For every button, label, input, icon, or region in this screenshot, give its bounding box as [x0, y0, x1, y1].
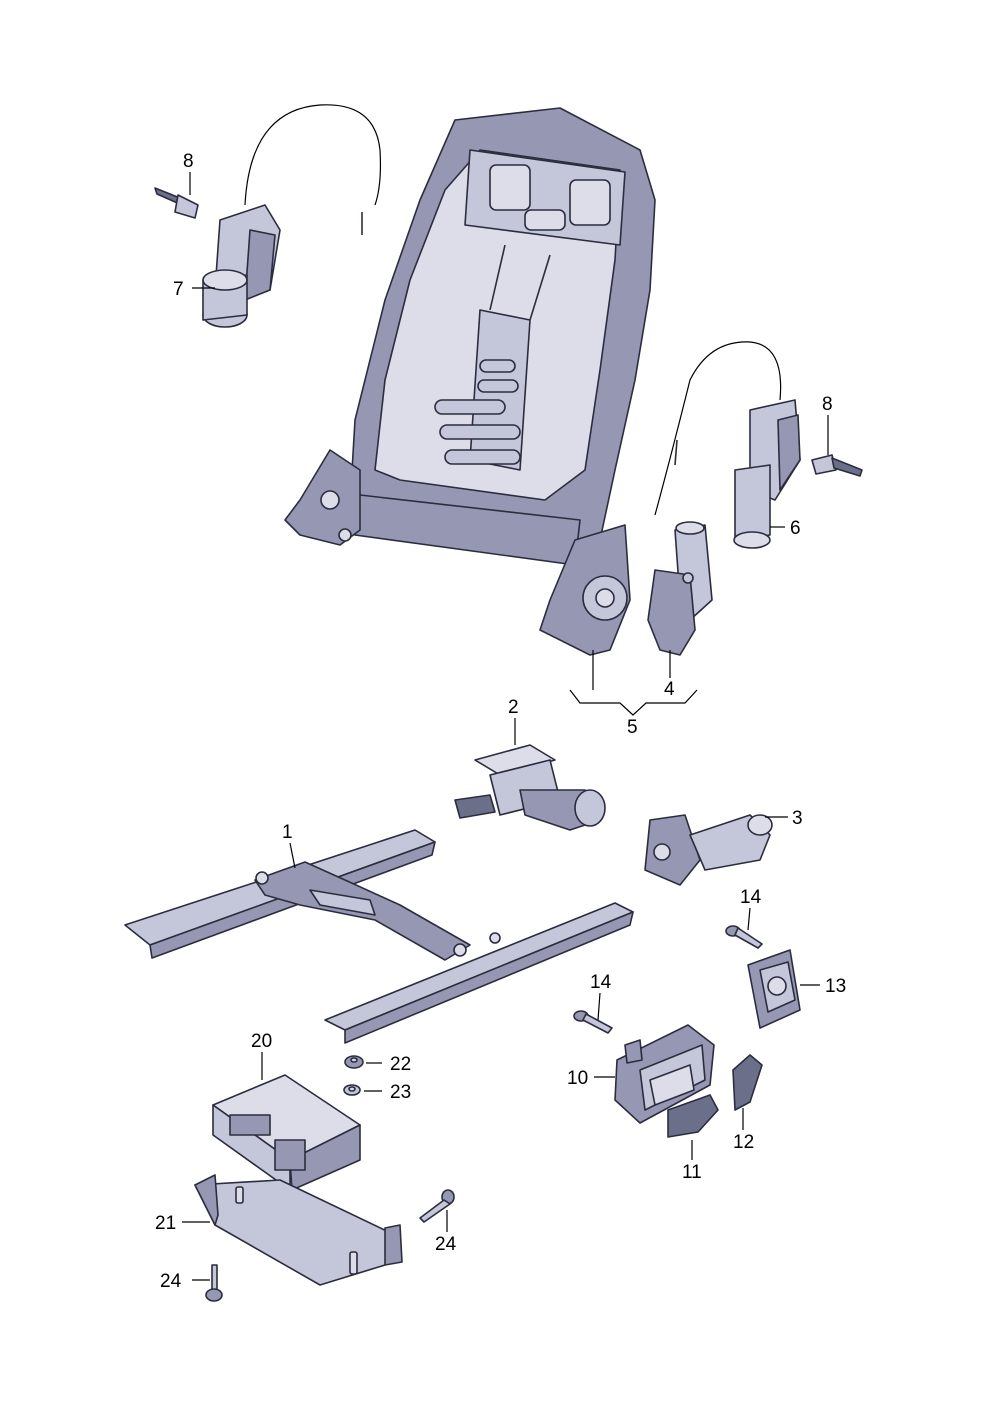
- callout-7: 7: [173, 279, 184, 300]
- callout-23: 23: [390, 1082, 411, 1103]
- part-8-clip-right: [811, 454, 863, 477]
- part-21-mounting-bracket: [194, 1174, 403, 1286]
- callout-3: 3: [792, 808, 803, 829]
- callout-24-right: 24: [435, 1234, 457, 1255]
- callout-10: 10: [567, 1068, 588, 1089]
- callout-8-left: 8: [183, 151, 194, 172]
- part-7-backrest-motor-left: [202, 104, 382, 328]
- part-22-nut: [344, 1055, 364, 1069]
- part-10-seat-switch-housing: [614, 1024, 715, 1124]
- callout-labels: 8 7 8 6 4 5 2 3 1 14 13 14 10 11 12 20 2…: [155, 151, 846, 1292]
- callout-14-upper: 14: [740, 887, 762, 908]
- part-2-height-adjust-motor: [454, 744, 606, 831]
- part-14-screw-lower: [573, 1010, 613, 1034]
- part-14-screw-upper: [725, 925, 763, 949]
- callout-20: 20: [251, 1031, 272, 1052]
- callout-13: 13: [825, 976, 846, 997]
- part-24-screw-left: [205, 1264, 223, 1302]
- callout-14-lower: 14: [590, 972, 612, 993]
- callout-1: 1: [282, 822, 293, 843]
- callout-5: 5: [627, 717, 638, 738]
- callout-6: 6: [790, 518, 801, 539]
- callout-24-left: 24: [160, 1271, 182, 1292]
- part-6-backrest-motor-right: [654, 341, 801, 549]
- callout-12: 12: [733, 1132, 754, 1153]
- leader-lines: [182, 172, 829, 1281]
- part-8-clip-left: [154, 187, 199, 219]
- backrest-frame: [284, 107, 656, 656]
- part-13-switch-connector: [747, 949, 801, 1029]
- part-3-tilt-adjust-motor: [644, 814, 773, 886]
- callout-21: 21: [155, 1213, 176, 1234]
- part-11-switch-knob: [667, 1094, 719, 1138]
- part-4-recliner-motor: [647, 521, 713, 656]
- callout-8-right: 8: [822, 394, 833, 415]
- part-20-control-unit: [212, 1074, 361, 1191]
- callout-4: 4: [664, 679, 675, 700]
- part-1-seat-rail-assembly: [124, 829, 634, 1044]
- part-24-screw-right: [419, 1189, 455, 1223]
- callout-22: 22: [390, 1054, 411, 1075]
- part-12-switch-knob: [732, 1054, 763, 1111]
- callout-2: 2: [508, 697, 519, 718]
- callout-11: 11: [682, 1162, 702, 1183]
- part-23-washer: [343, 1084, 361, 1096]
